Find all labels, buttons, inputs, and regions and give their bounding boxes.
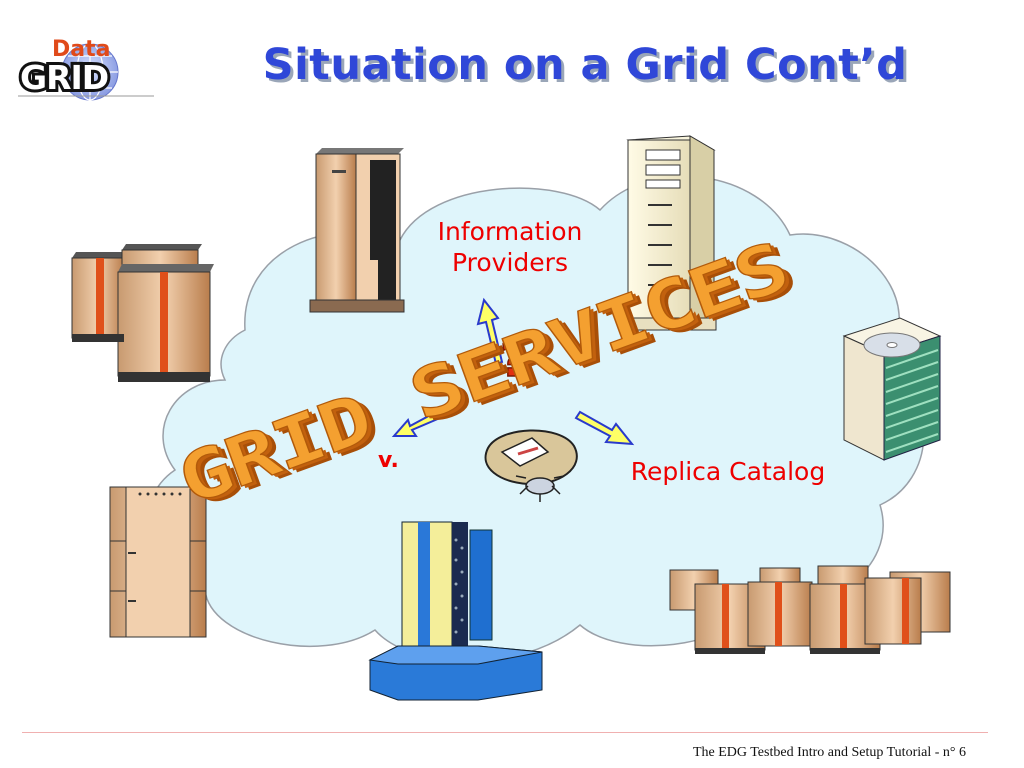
logo-grid-text: GRID bbox=[20, 58, 108, 97]
footer-text: The EDG Testbed Intro and Setup Tutorial… bbox=[692, 745, 966, 760]
server-cluster-bottom-right bbox=[669, 565, 951, 654]
user-magnifier-icon bbox=[484, 429, 578, 502]
server-stack-bottom-left bbox=[109, 486, 207, 638]
question-mark: ? bbox=[500, 333, 527, 387]
supercomputer bbox=[368, 521, 543, 701]
mainframe-server bbox=[309, 148, 405, 313]
datagrid-logo: Data GRID bbox=[17, 37, 154, 101]
resource-broker-label-fragment: v. bbox=[378, 448, 399, 473]
arrow-to-replica-catalog bbox=[574, 410, 635, 446]
information-providers-label: Information Providers bbox=[437, 217, 583, 277]
arrow-to-resource-broker bbox=[391, 410, 442, 437]
cd-storage-stack bbox=[842, 317, 942, 461]
arrow-to-information-providers bbox=[476, 297, 504, 366]
logo-data-text: Data bbox=[52, 37, 110, 62]
slide-title: Situation on a Grid Cont’d bbox=[262, 40, 908, 90]
server-cluster-left bbox=[71, 244, 214, 382]
footer-divider bbox=[22, 732, 988, 733]
replica-catalog-label: Replica Catalog bbox=[630, 457, 826, 486]
tower-pc bbox=[619, 135, 717, 331]
